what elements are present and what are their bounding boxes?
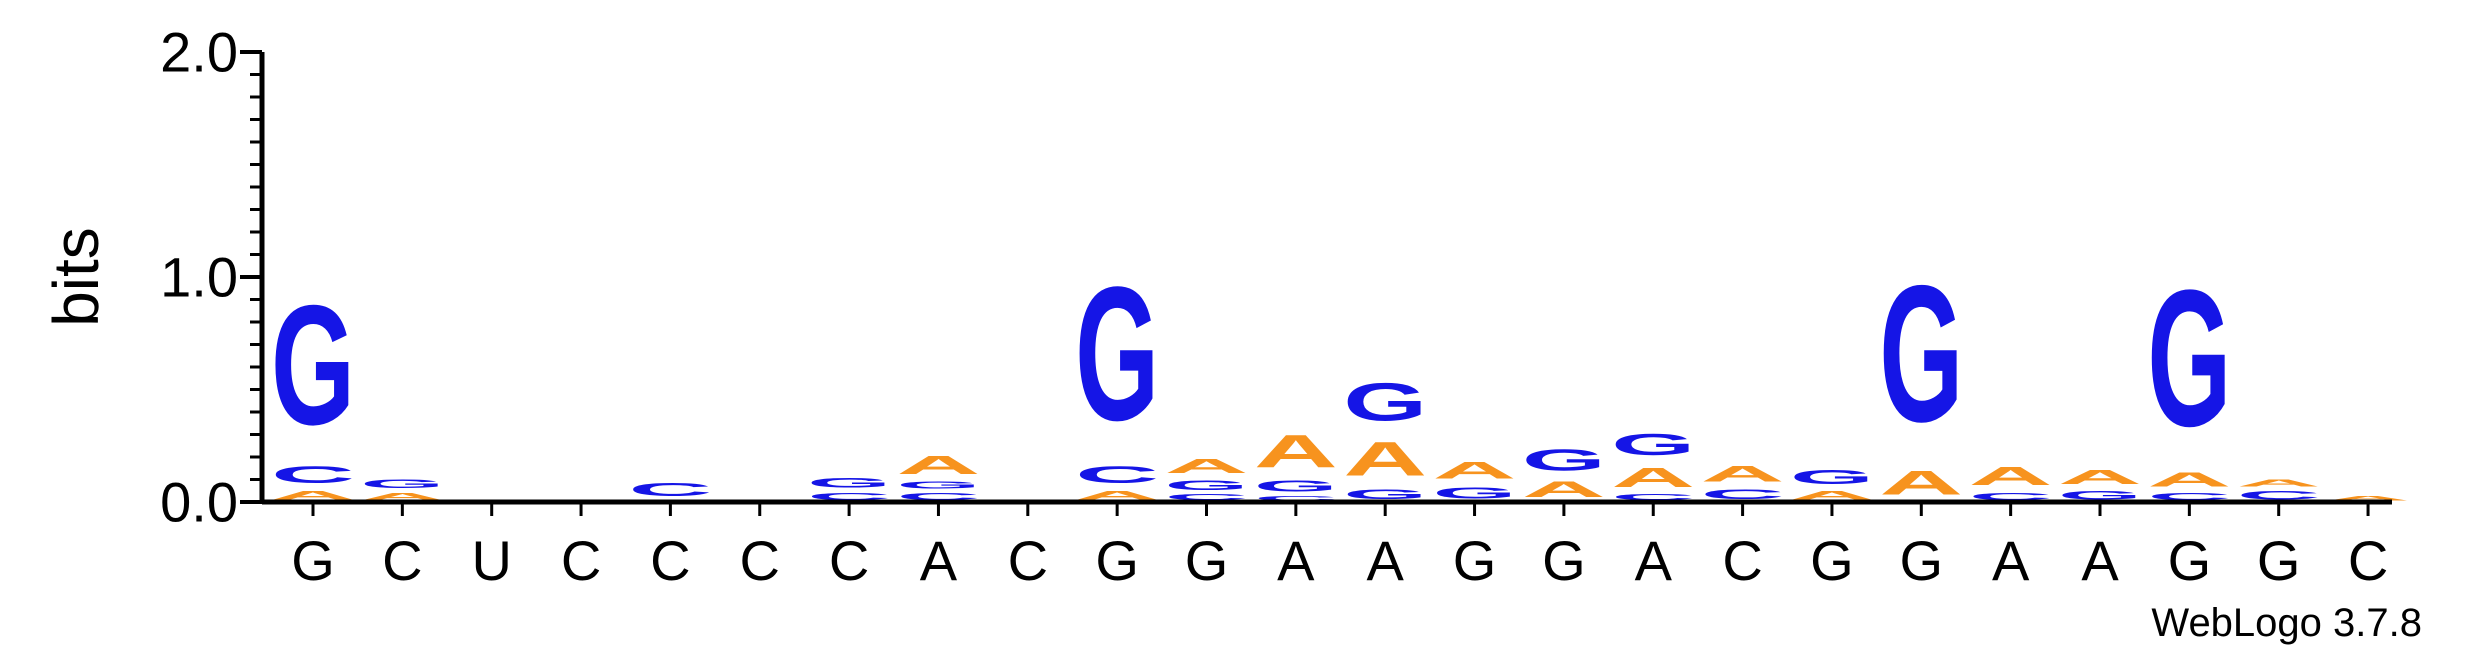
position-label: U xyxy=(471,529,511,592)
logo-letter-a: A xyxy=(2147,468,2231,491)
logo-letter-a: A xyxy=(1343,432,1427,486)
logo-letter-a: A xyxy=(1254,425,1338,477)
logo-letter-g: G xyxy=(1075,247,1159,460)
position-label: A xyxy=(1635,529,1673,592)
logo-letter-a: A xyxy=(1164,455,1248,478)
logo-letter-a: A xyxy=(1075,488,1159,502)
y-minor-ticks xyxy=(250,73,262,481)
logo-letter-g: G xyxy=(1254,477,1338,495)
logo-letter-a: A xyxy=(2237,477,2321,488)
position-label: C xyxy=(1008,529,1048,592)
logo-letter-c: C xyxy=(628,479,712,499)
position-label: G xyxy=(1900,529,1944,592)
y-tick-label-2: 2.0 xyxy=(160,21,238,84)
logo-letter-a: A xyxy=(1701,461,1785,486)
logo-letter-a: A xyxy=(1969,461,2053,490)
logo-letter-g: G xyxy=(1433,484,1517,502)
logo-letter-c: C xyxy=(2147,491,2231,502)
x-ticks xyxy=(311,502,2370,516)
logo-letter-g: G xyxy=(1165,477,1249,493)
position-label: C xyxy=(650,529,690,592)
position-label: G xyxy=(2257,529,2301,592)
logo-letter-g: G xyxy=(271,271,355,461)
y-tick-label-0: 0.0 xyxy=(160,471,238,534)
position-label: G xyxy=(1185,529,1229,592)
position-label: C xyxy=(561,529,601,592)
logo-letter-c: C xyxy=(1075,461,1159,488)
position-label: C xyxy=(1722,529,1762,592)
logo-letter-a: A xyxy=(1433,457,1517,484)
logo-letter-c: C xyxy=(807,491,891,502)
position-label: A xyxy=(920,529,958,592)
position-label: G xyxy=(1542,529,1586,592)
logo-letter-c: C xyxy=(1164,493,1248,502)
logo-letter-g: G xyxy=(1343,372,1427,432)
logo-letter-a: A xyxy=(1879,464,1963,502)
logo-letter-a: A xyxy=(1522,477,1606,502)
position-label: C xyxy=(740,529,780,592)
position-label: C xyxy=(2348,529,2388,592)
logo-letter-g: G xyxy=(1343,486,1427,502)
logo-letter-g: G xyxy=(1611,427,1695,461)
logo-letter-c: C xyxy=(1969,491,2053,502)
logo-letter-a: A xyxy=(2058,466,2142,489)
logo-letter-g: G xyxy=(1879,245,1963,463)
weblogo-credit: WebLogo 3.7.8 xyxy=(2151,601,2422,645)
position-label: A xyxy=(1367,529,1405,592)
logo-letter-c: C xyxy=(271,461,355,488)
position-label: G xyxy=(1095,529,1139,592)
logo-letter-c: C xyxy=(1701,486,1785,502)
position-label: G xyxy=(1453,529,1497,592)
position-label: A xyxy=(1277,529,1315,592)
y-axis-title: bits xyxy=(40,227,112,327)
position-label: C xyxy=(829,529,869,592)
logo-letter-c: C xyxy=(896,491,980,502)
logo-letter-stacks: ACGAGCACCGCGAACGCGACGAGAGGAAGCAGCAAGAGCA… xyxy=(271,245,2410,502)
logo-letter-g: G xyxy=(2058,489,2142,502)
logo-letter-a: A xyxy=(2326,495,2410,502)
logo-letter-c: C xyxy=(2237,488,2321,502)
logo-letter-g: G xyxy=(1522,443,1606,477)
logo-letter-g: G xyxy=(360,477,444,490)
logo-letter-g: G xyxy=(807,475,891,491)
logo-letter-a: A xyxy=(896,450,980,479)
position-label: G xyxy=(2168,529,2212,592)
logo-letter-a: A xyxy=(1611,461,1695,493)
y-major-ticks xyxy=(240,50,262,504)
y-tick-label-1: 1.0 xyxy=(160,246,238,309)
logo-letter-c: C xyxy=(1611,493,1695,502)
position-label: A xyxy=(1992,529,2030,592)
position-label: C xyxy=(382,529,422,592)
position-label: G xyxy=(291,529,335,592)
logo-letter-a: A xyxy=(1790,488,1874,502)
logo-letter-g: G xyxy=(2147,250,2231,468)
logo-letter-c: C xyxy=(1254,495,1338,502)
logo-letter-a: A xyxy=(360,491,444,502)
position-label: A xyxy=(2081,529,2119,592)
logo-letter-g: G xyxy=(896,480,980,491)
logo-letter-g: G xyxy=(1790,466,1874,488)
logo-letter-a: A xyxy=(271,488,355,502)
position-label: G xyxy=(1810,529,1854,592)
